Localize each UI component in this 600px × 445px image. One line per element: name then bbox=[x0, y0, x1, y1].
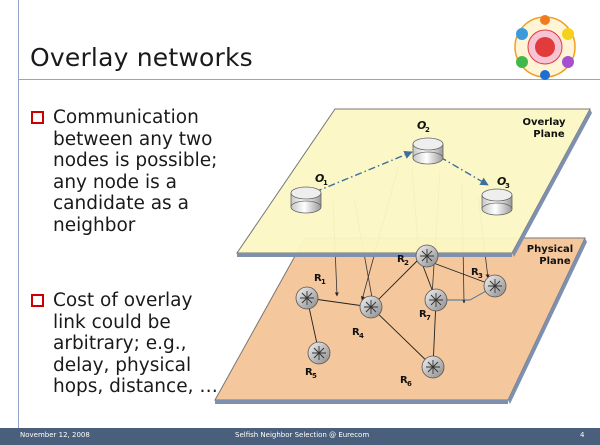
svg-text:2: 2 bbox=[404, 259, 409, 267]
overlay-node-o1: O 1 bbox=[290, 172, 328, 214]
router-r4: R 4 bbox=[352, 295, 383, 340]
footer-date: November 12, 2008 bbox=[20, 431, 90, 439]
router-r4-label: R bbox=[352, 327, 360, 338]
svg-text:3: 3 bbox=[505, 182, 510, 190]
footer-bar: November 12, 2008 Selfish Neighbor Selec… bbox=[0, 428, 600, 445]
svg-text:3: 3 bbox=[478, 272, 483, 280]
svg-text:1: 1 bbox=[323, 179, 328, 187]
router-r3-label: R bbox=[471, 267, 479, 278]
footer-title: Selfish Neighbor Selection @ Eurecom bbox=[235, 431, 370, 439]
overlay-node-o3-label: O bbox=[497, 175, 506, 188]
overlay-links bbox=[314, 150, 489, 193]
title-divider bbox=[18, 79, 600, 80]
router-r1-label: R bbox=[314, 273, 322, 284]
bullet-text: Communication between any two nodes is p… bbox=[53, 107, 218, 236]
router-r7-label: R bbox=[419, 309, 427, 320]
slide-title: Overlay networks bbox=[30, 43, 253, 72]
physical-plane-label-2: Plane bbox=[539, 256, 571, 267]
svg-text:2: 2 bbox=[425, 126, 430, 134]
router-r1: R 1 bbox=[295, 273, 326, 310]
footer-page-number: 4 bbox=[580, 431, 585, 439]
bullet-communication: Communication between any two nodes is p… bbox=[31, 107, 281, 236]
svg-text:4: 4 bbox=[359, 332, 364, 340]
overlay-node-o2-label: O bbox=[417, 119, 426, 132]
bullet-marker bbox=[31, 294, 44, 307]
overlay-node-o2: O 2 bbox=[412, 119, 444, 165]
router-r2-label: R bbox=[397, 254, 405, 265]
router-r6-label: R bbox=[400, 375, 408, 386]
svg-text:7: 7 bbox=[426, 314, 431, 322]
overlay-node-o1-label: O bbox=[315, 172, 324, 185]
networking-group-logo-icon bbox=[514, 15, 576, 80]
left-rule bbox=[18, 0, 19, 428]
svg-text:1: 1 bbox=[321, 278, 326, 286]
bullet-cost: Cost of overlay link could be arbitrary;… bbox=[31, 290, 281, 398]
overlay-plane-label: Overlay bbox=[522, 117, 566, 128]
svg-text:6: 6 bbox=[407, 380, 412, 388]
overlay-plane: Overlay Plane bbox=[236, 108, 592, 257]
router-r7: R 7 bbox=[419, 288, 448, 322]
overlay-plane-label-2: Plane bbox=[533, 129, 565, 140]
router-r3: R 3 bbox=[471, 267, 507, 298]
svg-text:5: 5 bbox=[312, 372, 317, 380]
bullet-text: Cost of overlay link could be arbitrary;… bbox=[53, 290, 218, 397]
router-r5-label: R bbox=[305, 367, 313, 378]
router-r2: R 2 bbox=[397, 244, 439, 268]
overlay-node-o3: O 3 bbox=[481, 175, 513, 216]
router-r6: R 6 bbox=[400, 355, 445, 388]
physical-plane-label: Physical bbox=[527, 244, 573, 255]
bullet-marker bbox=[31, 111, 44, 124]
router-r5: R 5 bbox=[305, 341, 331, 380]
